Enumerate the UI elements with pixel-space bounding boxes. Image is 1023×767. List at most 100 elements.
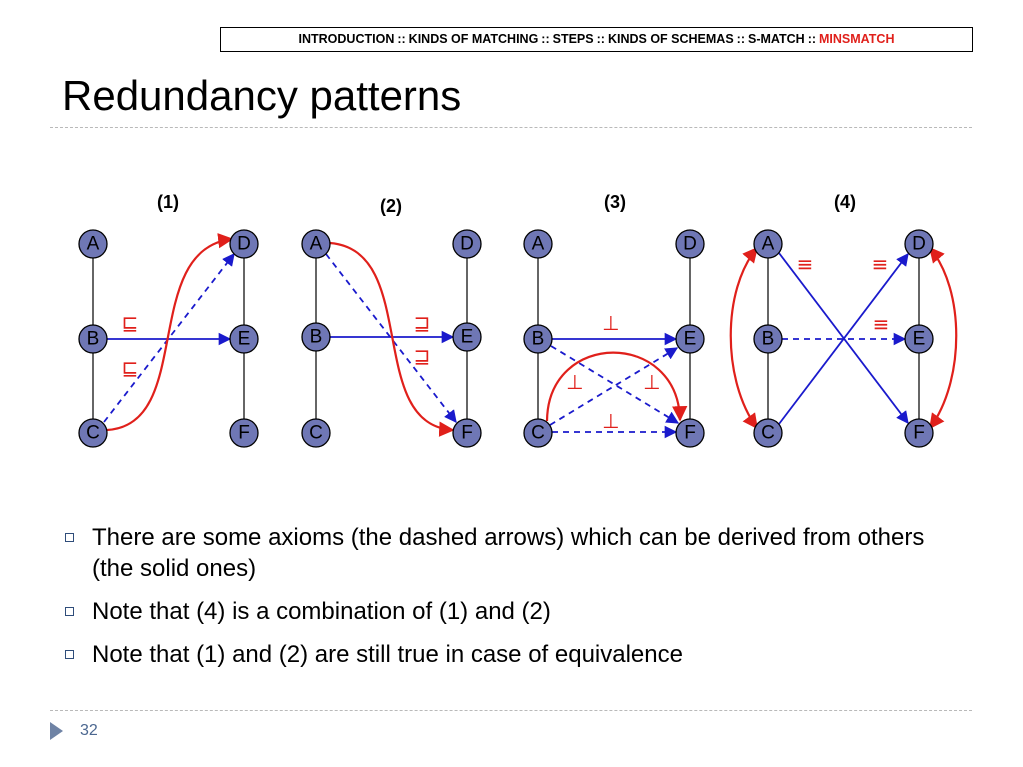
relation-label: ≡ xyxy=(797,252,814,276)
bullet-square-icon xyxy=(65,607,74,616)
relation-label: ⊥ xyxy=(602,311,619,335)
relation-label: ⊥ xyxy=(566,370,583,394)
nav-separator: :: xyxy=(541,32,550,46)
panel-label-4: (4) xyxy=(834,192,856,212)
nav-separator: :: xyxy=(596,32,605,46)
svg-text:D: D xyxy=(460,234,474,255)
derived-arrow-c-d xyxy=(103,253,235,423)
tree-arrow-a-f xyxy=(329,241,455,437)
node-a: A xyxy=(753,229,783,259)
svg-text:A: A xyxy=(87,234,100,255)
node-e: E xyxy=(229,324,259,354)
section-navigation: INTRODUCTION::KINDS OF MATCHING::STEPS::… xyxy=(220,27,973,52)
bullet-list: There are some axioms (the dashed arrows… xyxy=(62,522,962,682)
redundancy-diagram: (1) (2) (3) (4) ⊑ ⊑ ⊒ ⊒ ⊥ ⊥ ⊥ ⊥ xyxy=(78,192,958,448)
relation-label: ≡ xyxy=(872,252,889,276)
panel-label-1: (1) xyxy=(157,192,179,212)
bullet-item: Note that (1) and (2) are still true in … xyxy=(62,639,962,670)
triangle-right-icon xyxy=(50,722,63,740)
bullet-item: There are some axioms (the dashed arrows… xyxy=(62,522,962,584)
node-d: D xyxy=(904,229,934,259)
derived-arrow-c-e xyxy=(549,347,679,426)
relation-label: ⊥ xyxy=(643,370,660,394)
svg-text:C: C xyxy=(761,423,775,444)
svg-text:E: E xyxy=(913,329,926,350)
panel-label-2: (2) xyxy=(380,196,402,216)
tree-arrow-a-c xyxy=(729,246,758,430)
relation-label: ≡ xyxy=(873,312,890,336)
nav-item-minsmatch-active[interactable]: MINSMATCH xyxy=(819,32,895,46)
node-a: A xyxy=(301,229,331,259)
page-number: 32 xyxy=(80,722,98,739)
bullet-text: Note that (1) and (2) are still true in … xyxy=(92,641,683,668)
nav-item-steps[interactable]: STEPS xyxy=(552,32,594,46)
node-b: B xyxy=(301,322,331,352)
panel-label-3: (3) xyxy=(604,192,626,212)
node-e: E xyxy=(675,324,705,354)
svg-text:F: F xyxy=(684,423,696,444)
panel-2-arrows xyxy=(325,241,457,437)
bullet-text: Note that (4) is a combination of (1) an… xyxy=(92,598,551,625)
footer-divider xyxy=(50,710,972,711)
nav-separator: :: xyxy=(736,32,745,46)
nav-item-kinds-of-schemas[interactable]: KINDS OF SCHEMAS xyxy=(607,32,734,46)
panel-1-arrows xyxy=(103,233,235,432)
node-d: D xyxy=(229,229,259,259)
bullet-item: Note that (4) is a combination of (1) an… xyxy=(62,596,962,627)
tree-arrow-c-f xyxy=(545,351,688,422)
svg-text:C: C xyxy=(86,423,100,444)
nav-item-introduction[interactable]: INTRODUCTION xyxy=(298,32,395,46)
title-divider xyxy=(50,127,972,128)
relation-label: ⊒ xyxy=(414,311,431,335)
relation-label: ⊒ xyxy=(414,344,431,368)
node-b: B xyxy=(78,324,108,354)
svg-text:A: A xyxy=(310,234,323,255)
relation-label: ⊑ xyxy=(122,356,139,380)
svg-text:F: F xyxy=(238,423,250,444)
panel-3-arrows xyxy=(545,332,688,439)
svg-text:C: C xyxy=(531,423,545,444)
node-d: D xyxy=(452,229,482,259)
svg-text:A: A xyxy=(532,234,545,255)
svg-text:F: F xyxy=(913,423,925,444)
derived-arrow-b-f xyxy=(550,345,680,424)
bullet-text: There are some axioms (the dashed arrows… xyxy=(92,524,925,582)
svg-text:B: B xyxy=(762,329,775,350)
relation-label: ⊑ xyxy=(122,311,139,335)
svg-text:D: D xyxy=(237,234,251,255)
node-f: F xyxy=(452,418,482,448)
svg-text:E: E xyxy=(684,329,697,350)
node-c: C xyxy=(753,418,783,448)
nav-item-s-match[interactable]: S-MATCH xyxy=(747,32,805,46)
node-b: B xyxy=(753,324,783,354)
nav-separator: :: xyxy=(397,32,406,46)
node-a: A xyxy=(523,229,553,259)
tree-arrow-c-d xyxy=(106,233,234,432)
svg-text:E: E xyxy=(461,327,474,348)
bullet-square-icon xyxy=(65,650,74,659)
node-f: F xyxy=(229,418,259,448)
svg-text:B: B xyxy=(310,327,323,348)
node-d: D xyxy=(675,229,705,259)
axiom-arrow-c-d xyxy=(778,252,909,425)
svg-text:B: B xyxy=(87,329,100,350)
node-c: C xyxy=(523,418,553,448)
node-a: A xyxy=(78,229,108,259)
svg-text:B: B xyxy=(532,329,545,350)
derived-arrow-a-f xyxy=(325,253,457,423)
node-b: B xyxy=(523,324,553,354)
panel-4-arrows xyxy=(729,246,958,430)
relation-label: ⊥ xyxy=(602,409,619,433)
node-c: C xyxy=(301,418,331,448)
node-e: E xyxy=(904,324,934,354)
svg-text:E: E xyxy=(238,329,251,350)
node-f: F xyxy=(904,418,934,448)
node-c: C xyxy=(78,418,108,448)
svg-text:D: D xyxy=(683,234,697,255)
node-f: F xyxy=(675,418,705,448)
nav-separator: :: xyxy=(807,32,817,46)
svg-text:A: A xyxy=(762,234,775,255)
page-title: Redundancy patterns xyxy=(62,72,462,119)
node-e: E xyxy=(452,322,482,352)
nav-item-kinds-of-matching[interactable]: KINDS OF MATCHING xyxy=(408,32,539,46)
